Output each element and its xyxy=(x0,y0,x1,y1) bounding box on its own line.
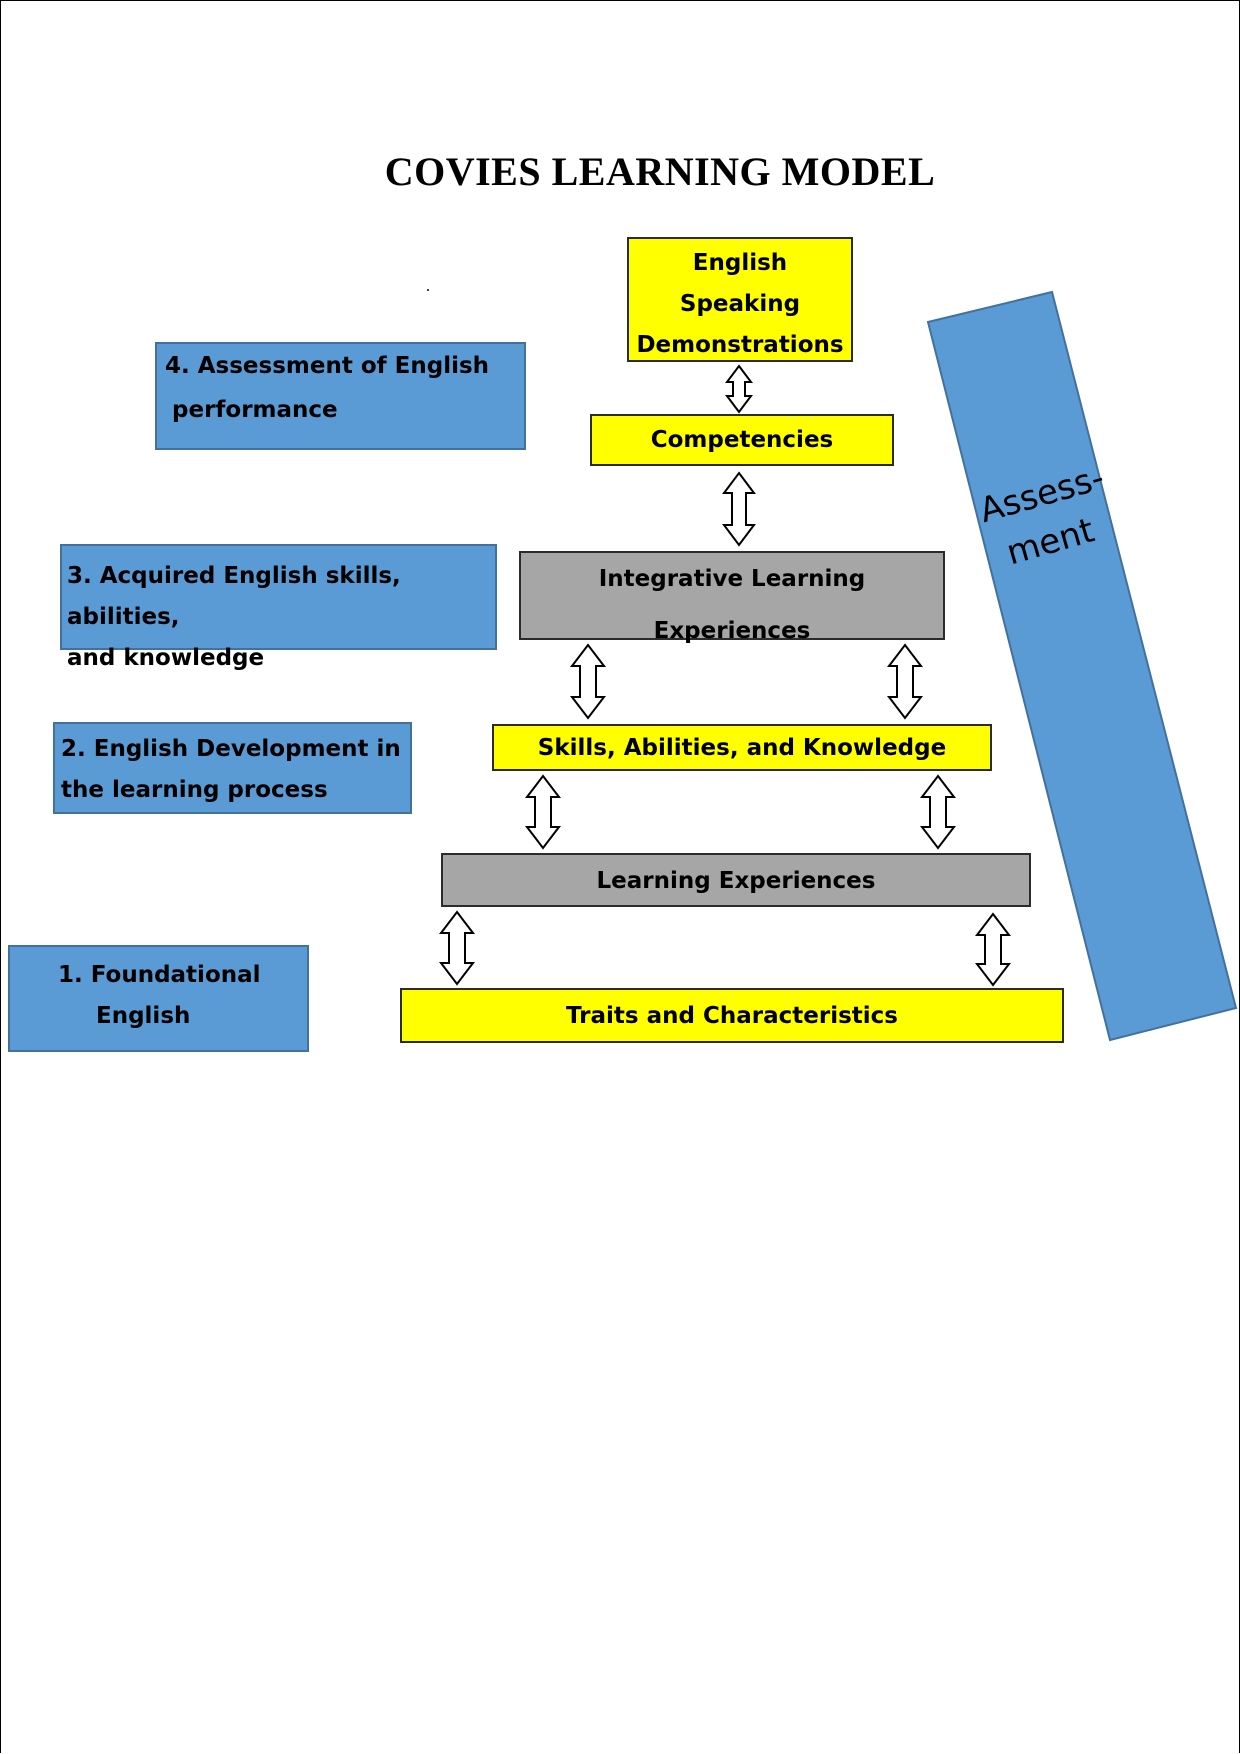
assessment-bar-shape xyxy=(926,290,1238,1042)
arrow-learning-traits-left xyxy=(438,910,476,986)
integrative-box: Integrative Learning Experiences xyxy=(519,551,945,644)
demonstrations-box: English Speaking Demonstrations xyxy=(627,237,853,362)
connector-arrows xyxy=(438,364,1012,987)
arrow-skills-learning-right xyxy=(919,774,957,850)
stage-1-line2: English xyxy=(96,1003,191,1029)
diagram-title: COVIES LEARNING MODEL xyxy=(384,149,936,194)
assessment-bar: Assess- ment xyxy=(926,290,1238,1042)
skills-box: Skills, Abilities, and Knowledge xyxy=(492,724,992,771)
stage-3-line1: 3. Acquired English skills, abilities, xyxy=(67,563,401,630)
competencies-label: Competencies xyxy=(650,427,834,453)
learning-label: Learning Experiences xyxy=(596,868,876,894)
stage-2-line1: 2. English Development in xyxy=(61,736,401,762)
arrow-integ-skills-right xyxy=(886,643,924,720)
competencies-box: Competencies xyxy=(590,414,894,466)
stage-1-line1: 1. Foundational xyxy=(58,962,261,988)
traits-label: Traits and Characteristics xyxy=(566,1003,898,1029)
stage-3-box: 3. Acquired English skills, abilities, a… xyxy=(60,544,497,671)
stage-2-box: 2. English Development in the learning p… xyxy=(53,722,412,814)
stage-2-line2: the learning process xyxy=(61,777,328,803)
arrow-skills-learning-left xyxy=(524,774,562,850)
arrow-demo-comp xyxy=(725,364,753,414)
learning-box: Learning Experiences xyxy=(441,853,1031,907)
stage-1-box: 1. Foundational English xyxy=(8,945,309,1052)
integrative-label: Integrative Learning Experiences xyxy=(598,566,866,644)
skills-label: Skills, Abilities, and Knowledge xyxy=(537,735,947,761)
stage-4-box: 4. Assessment of English performance xyxy=(155,342,526,450)
traits-box: Traits and Characteristics xyxy=(400,988,1064,1043)
stage-4-line1: 4. Assessment of English xyxy=(165,353,490,379)
arrow-learning-traits-right xyxy=(974,912,1012,987)
stage-3-line2: and knowledge xyxy=(67,645,265,671)
demonstrations-label: English Speaking Demonstrations xyxy=(636,250,844,358)
stage-4-line2: performance xyxy=(172,397,338,423)
stray-dot xyxy=(427,289,429,291)
arrow-comp-integ xyxy=(722,471,756,547)
arrow-integ-skills-left xyxy=(569,643,607,720)
